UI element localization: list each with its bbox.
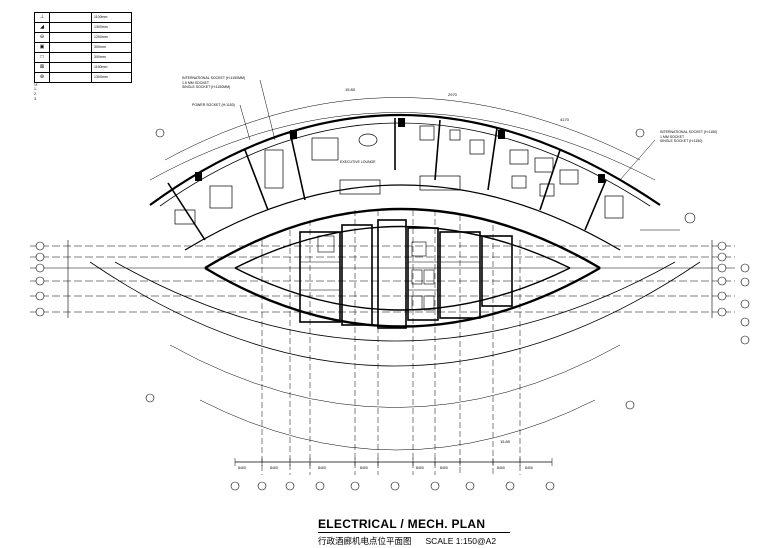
dimension-top-1: 15.80 xyxy=(345,87,356,92)
legend-height: 1300mm xyxy=(94,74,108,79)
office-ring-inner xyxy=(184,184,621,251)
dimension-top-3: 4170 xyxy=(560,117,569,122)
note-line: 2. xyxy=(34,92,37,96)
callout-line: 1.5 MM SOCKET xyxy=(182,80,210,85)
note-line: 1. xyxy=(34,87,37,91)
legend-height: 1100mm xyxy=(94,14,108,19)
callout-line: SINGLE SOCKET (H:1150MM) xyxy=(182,85,231,89)
callout-top-left: INTERNATIONAL SOCKET (H:1150MM) 1.5 MM S… xyxy=(182,76,245,90)
dim-chain-value: 8400 xyxy=(497,466,505,470)
outer-facade-bottom-2 xyxy=(114,261,676,342)
legend-row: ⊛ 1300mm xyxy=(35,73,131,82)
drawing-subtitle-cn: 行政酒廊机电点位平面图 xyxy=(318,536,412,546)
legend-symbol: ◢ xyxy=(35,23,50,32)
callout-right: INTERNATIONAL SOCKET (H:1150) 1 MM SOCKE… xyxy=(660,130,717,144)
legend-row: ⊖ 1200mm xyxy=(35,33,131,43)
dim-chain-value: 8400 xyxy=(525,466,533,470)
legend-row: ▣ 300mm xyxy=(35,43,131,53)
core-inner-top xyxy=(234,225,571,269)
drawing-title: ELECTRICAL / MECH. PLAN xyxy=(318,517,511,533)
callout-line: INTERNATIONAL SOCKET (H:1150) xyxy=(660,130,718,134)
dim-chain-value: 8400 xyxy=(416,466,424,470)
legend-row: ⊠ 1150mm xyxy=(35,63,131,73)
legend-height: 1200mm xyxy=(94,34,108,39)
legend-name xyxy=(50,53,92,62)
legend-name xyxy=(50,63,92,72)
dim-chain-value: 8400 xyxy=(440,466,448,470)
legend-height: 300mm xyxy=(94,44,106,49)
legend-name xyxy=(50,73,92,82)
dim-chain-value: 8400 xyxy=(270,466,278,470)
legend-symbol: ⊠ xyxy=(35,63,50,72)
outer-facade-top xyxy=(149,114,661,206)
core-inner-bottom xyxy=(234,267,571,311)
legend-table: ⊥ 1100mm ◢ 1300mm ⊖ 1200mm ▣ 300mm □ 300… xyxy=(34,12,132,83)
callout-left: POWER SOCKET (H:1150) xyxy=(192,103,235,108)
legend-symbol: ⊛ xyxy=(35,73,50,82)
drawing-subtitle: 行政酒廊机电点位平面图 SCALE 1:150@A2 xyxy=(318,535,510,547)
drawing-notes: 注: 1. 2. 3. xyxy=(34,82,174,102)
outer-facade-bottom xyxy=(89,261,701,367)
legend-row: ◢ 1300mm xyxy=(35,23,131,33)
legend-name xyxy=(50,13,92,22)
room-label-lounge: EXECUTIVE LOUNGE xyxy=(340,160,376,164)
drawing-scale: SCALE 1:150@A2 xyxy=(425,536,497,546)
dim-chain-value: 8400 xyxy=(318,466,326,470)
legend-symbol: ⊖ xyxy=(35,33,50,42)
dim-chain-value: 8400 xyxy=(238,466,246,470)
legend-row: □ 300mm xyxy=(35,53,131,63)
legend-row: ⊥ 1100mm xyxy=(35,13,131,23)
dimension-bottom-1: 15.80 xyxy=(500,439,511,444)
legend-name xyxy=(50,43,92,52)
dim-chain-value: 8400 xyxy=(360,466,368,470)
callout-line: INTERNATIONAL SOCKET (H:1150MM) xyxy=(182,76,246,80)
callout-line: POWER SOCKET (H:1150) xyxy=(192,103,235,107)
legend-height: 1300mm xyxy=(94,24,108,29)
outer-facade-top-inner xyxy=(159,122,651,207)
callout-line: 1 MM SOCKET xyxy=(660,134,685,139)
dimension-top-2: 2970 xyxy=(448,92,457,97)
legend-height: 300mm xyxy=(94,54,106,59)
legend-height: 1150mm xyxy=(94,64,108,69)
legend-symbol: ▣ xyxy=(35,43,50,52)
callout-line: SINGLE SOCKET (H:1150) xyxy=(660,139,703,143)
note-line: 3. xyxy=(34,97,37,101)
core-boundary-top xyxy=(204,207,601,270)
legend-symbol: ⊥ xyxy=(35,13,50,22)
note-line: 注: xyxy=(34,82,39,86)
legend-name xyxy=(50,33,92,42)
core-boundary-bottom xyxy=(204,266,601,328)
legend-symbol: □ xyxy=(35,53,50,62)
title-block: ELECTRICAL / MECH. PLAN 行政酒廊机电点位平面图 SCALE… xyxy=(318,517,511,547)
legend-name xyxy=(50,23,92,32)
